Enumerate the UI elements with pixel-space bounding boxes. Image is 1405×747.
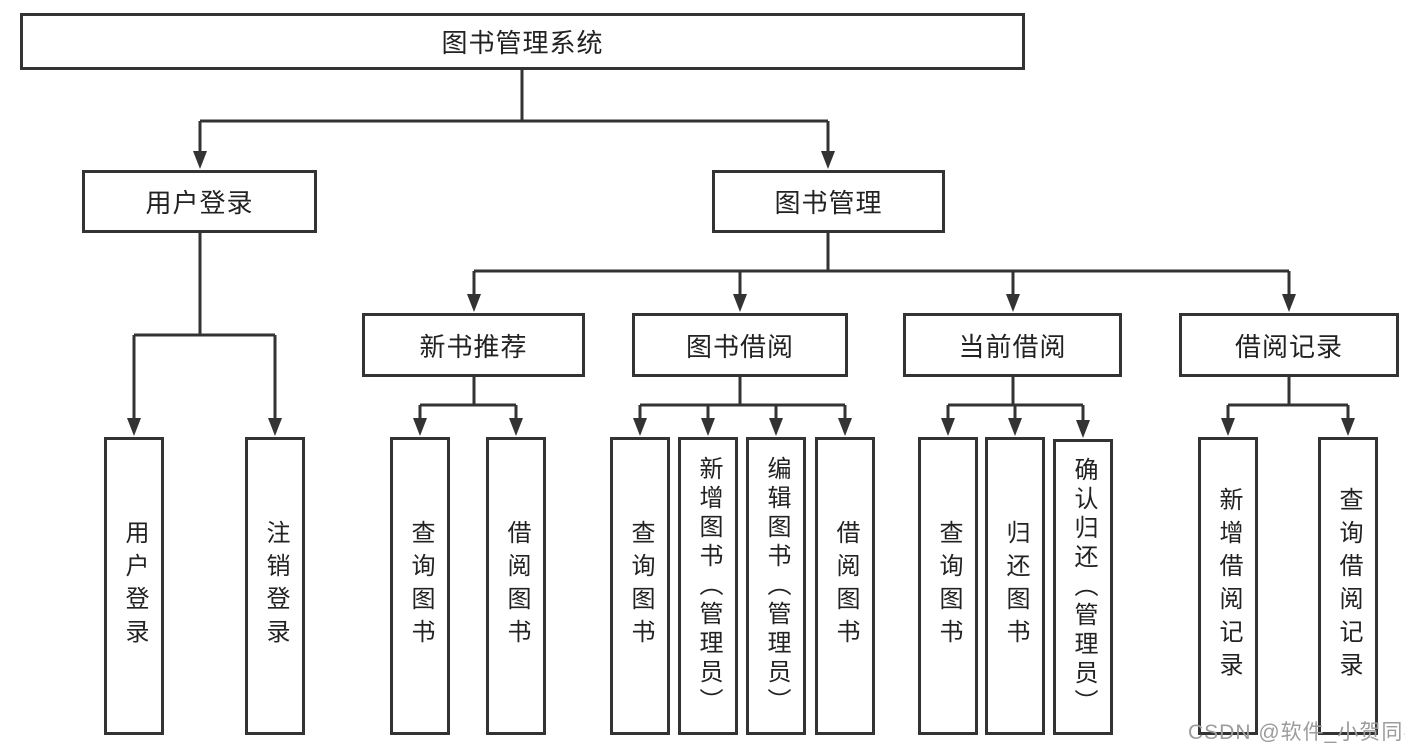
leaf-logout: 注销登录: [245, 437, 305, 735]
arrowheads: [127, 151, 1355, 438]
leaf-borrow-query-books-label: 查询图书: [627, 520, 654, 652]
node-book-borrow: 图书借阅: [632, 313, 848, 377]
leaf-add-borrow-record: 新增借阅记录: [1198, 437, 1258, 735]
leaf-add-book-admin-label: 新增图书（管理员）: [695, 455, 722, 717]
leaf-newbooks-borrow-books-label: 借阅图书: [503, 520, 530, 652]
leaf-borrow-borrow-books-label: 借阅图书: [832, 520, 859, 652]
node-user-login-label: 用户登录: [145, 188, 254, 218]
leaf-confirm-return-admin: 确认归还（管理员）: [1053, 439, 1113, 735]
node-borrow-records: 借阅记录: [1179, 313, 1399, 377]
leaf-borrow-borrow-books: 借阅图书: [815, 437, 875, 735]
leaf-return-book: 归还图书: [985, 437, 1045, 735]
leaf-edit-book-admin-label: 编辑图书（管理员）: [763, 455, 790, 717]
leaf-add-book-admin: 新增图书（管理员）: [678, 437, 738, 735]
node-book-mgmt: 图书管理: [712, 170, 945, 233]
leaf-confirm-return-admin-label: 确认归还（管理员）: [1070, 456, 1097, 718]
leaf-current-query-books-label: 查询图书: [935, 520, 962, 652]
leaf-newbooks-query-books: 查询图书: [390, 437, 450, 735]
node-new-books: 新书推荐: [362, 313, 585, 377]
leaf-query-borrow-record-label: 查询借阅记录: [1335, 487, 1362, 685]
leaf-query-borrow-record: 查询借阅记录: [1318, 437, 1378, 735]
connector-paths: [132, 70, 1350, 422]
leaf-add-borrow-record-label: 新增借阅记录: [1215, 487, 1242, 685]
leaf-user-login: 用户登录: [104, 437, 164, 735]
node-root-label: 图书管理系统: [441, 28, 604, 58]
node-book-mgmt-label: 图书管理: [774, 188, 883, 218]
leaf-return-book-label: 归还图书: [1002, 520, 1029, 652]
node-book-borrow-label: 图书借阅: [685, 331, 794, 362]
leaf-newbooks-borrow-books: 借阅图书: [486, 437, 546, 735]
leaf-user-login-label: 用户登录: [121, 520, 148, 652]
node-root: 图书管理系统: [20, 13, 1025, 70]
node-new-books-label: 新书推荐: [419, 331, 528, 362]
leaf-newbooks-query-books-label: 查询图书: [407, 520, 434, 652]
leaf-current-query-books: 查询图书: [918, 437, 978, 735]
node-user-login: 用户登录: [82, 170, 317, 233]
node-borrow-records-label: 借阅记录: [1234, 331, 1343, 362]
node-current-borrow: 当前借阅: [903, 313, 1122, 377]
leaf-borrow-query-books: 查询图书: [610, 437, 670, 735]
node-current-borrow-label: 当前借阅: [958, 331, 1067, 362]
leaf-logout-label: 注销登录: [262, 520, 289, 652]
watermark-text: CSDN @软件_小贺同学: [1188, 721, 1405, 744]
leaf-edit-book-admin: 编辑图书（管理员）: [746, 437, 806, 735]
